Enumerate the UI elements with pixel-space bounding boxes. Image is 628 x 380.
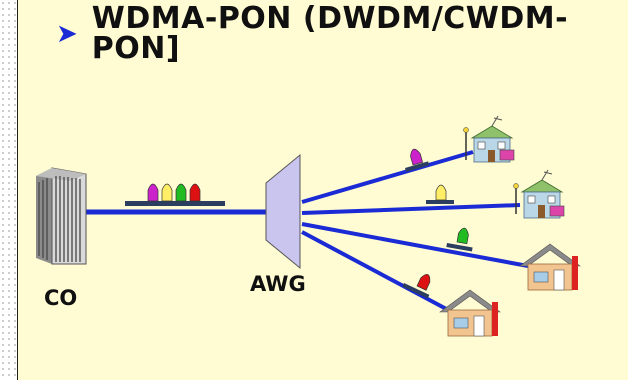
office-building-icon [36, 167, 87, 265]
title-row: ➤ WDMA-PON (DWDM/CWDM-PON] [56, 4, 628, 64]
awg-demultiplexer-icon [265, 153, 301, 270]
drop-fiber-4 [301, 230, 453, 314]
arrow-right-icon: ➤ [56, 19, 78, 49]
awg-label: AWG [250, 272, 306, 296]
wavelength-yellow [426, 184, 454, 204]
wavelength-red [402, 273, 431, 299]
house-with-antenna-icon [513, 169, 565, 219]
co-label: CO [44, 286, 78, 310]
drop-fiber-2 [301, 203, 521, 215]
wavelength-group-feeder [125, 183, 225, 206]
house-icon [519, 243, 581, 291]
drop-fiber-3 [301, 222, 529, 268]
house-icon [439, 289, 501, 337]
page-title: WDMA-PON (DWDM/CWDM-PON] [91, 1, 569, 66]
drop-fiber-1 [301, 150, 474, 204]
wavelength-green [446, 227, 473, 252]
house-with-antenna-icon [463, 115, 515, 163]
wavelength-magenta [405, 148, 430, 172]
